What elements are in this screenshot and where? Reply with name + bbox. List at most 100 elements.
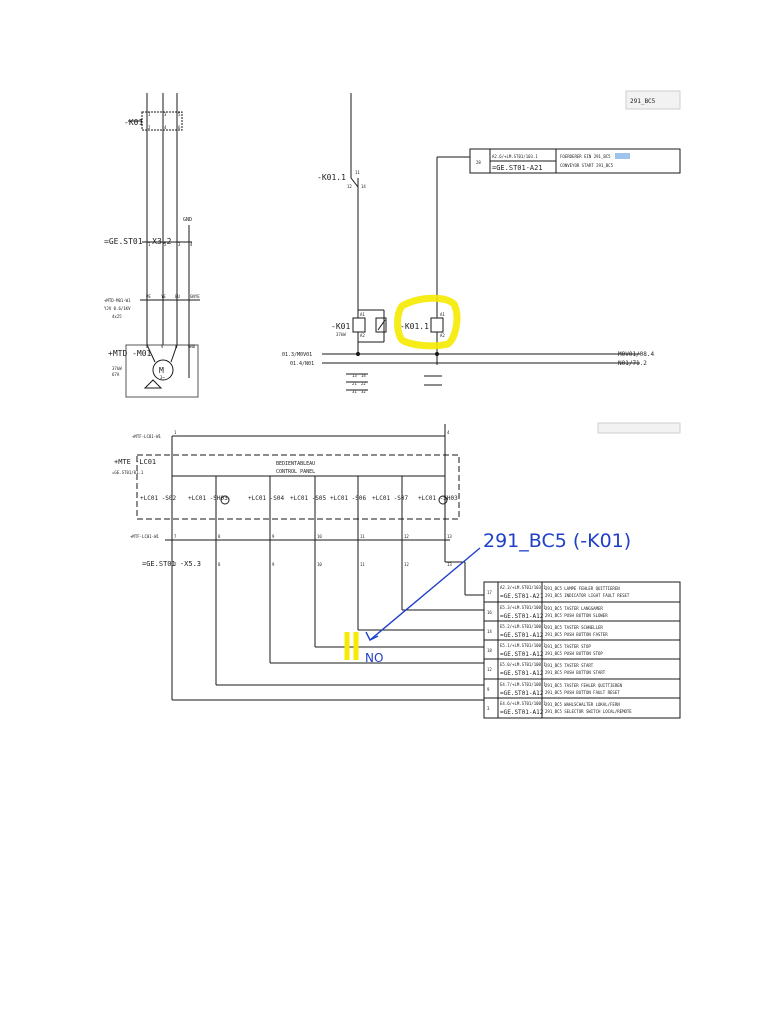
k01-term-1: 1: [148, 112, 151, 117]
k01-term-6: 6: [178, 125, 181, 130]
m01-spec-a: 67A: [112, 372, 120, 377]
ref-box-ref: A2.6/+LM.ST01/103.1: [492, 154, 538, 159]
x5-term-8: 8: [218, 562, 221, 567]
k01-term-3: 3: [164, 112, 167, 117]
bottom-sheet-labels: +MTF-LC01-W1 1 4 +MTE -LC01 =GE.ST01/01.…: [112, 430, 458, 568]
device-s07: +LC01 -S07: [372, 495, 409, 502]
x3-term-2: 2: [164, 242, 167, 247]
top-rail-term-4: 4: [447, 430, 450, 435]
pen-arrow-head: [365, 631, 379, 641]
motor-term-w: W: [175, 344, 178, 349]
m01-spec-kw: 37kW: [112, 366, 122, 371]
motor-symbol: M: [159, 366, 164, 375]
motor-term-u: U: [146, 344, 149, 349]
ref-row-terminal: =GE.ST01-A12: [500, 613, 544, 620]
x3-term-3: 3: [178, 242, 181, 247]
ref-row-desc-en: 291_BC5 PUSH BUTTON STOP: [545, 651, 603, 656]
x5-term-10: 10: [317, 562, 322, 567]
device-sh03-a: +LC01 -SH03: [188, 495, 228, 502]
ref-row-num: 14: [487, 629, 492, 634]
ref-row-desc-de: 291_BC5 LAMPE FEHLER QUITTIEREN: [545, 586, 620, 591]
x3-label: =GE.ST01 -X3.2: [104, 237, 172, 246]
k01-pin-a1: A1: [360, 312, 365, 317]
bus2-right: N01/71.2: [618, 360, 647, 367]
k011-term-12: 12: [347, 184, 352, 189]
x3-label-text: =GE.ST01 -X3.2: [104, 237, 172, 246]
x5-label: =GE.ST01 -X5.3: [142, 560, 201, 568]
ref-row-ref: E5.0/+LM.ST01/100.1: [500, 662, 546, 667]
ref-row-desc-de: 291_BC5 WAHLSCHALTER LOKAL/FERN: [545, 702, 620, 707]
device-s05: +LC01 -S05: [290, 495, 327, 502]
ref-row-ref: E4.6/+LM.ST01/100.1: [500, 701, 546, 706]
m01-label: +MTD -M01: [108, 349, 152, 358]
rail-term-10: 10: [317, 534, 322, 539]
motor-term-v: V: [161, 344, 164, 349]
ref-row-desc-de: 291_BC5 TASTER FEHLER QUITTIEREN: [545, 683, 623, 688]
ref-box-selection: [615, 153, 630, 159]
k011-pin-a2: A2: [440, 333, 445, 338]
bottom-sheet-tab: [597, 422, 681, 434]
k011-contact-label: -K01.1: [317, 173, 346, 182]
ref-row-ref: A2.3/+LM.ST01/103.1: [500, 585, 546, 590]
device-sh03-b: +LC01 -SH03: [418, 495, 458, 502]
panel-ref: =GE.ST01/01.1: [112, 470, 144, 475]
x5-term-11: 11: [360, 562, 365, 567]
x5-term-7: 7: [174, 562, 177, 567]
rail-term-7: 7: [174, 534, 177, 539]
ref-row-desc-en: 291_BC5 PUSH BUTTON FAULT RESET: [545, 690, 620, 695]
top-sheet-labels: 291_BC5 -K01 1 3 5 2 4 6 GND =GE.ST01 -X…: [104, 98, 656, 394]
highlight-k011-coil: [394, 294, 461, 350]
contact-ref-32: 32: [361, 389, 366, 394]
ref-box-desc-de: FOERDERER EIN 291_BC5: [560, 154, 611, 159]
rail-term-9: 9: [272, 534, 275, 539]
core-gnye: GNYE: [190, 294, 200, 299]
ref-row-desc-en: 291_BC5 INDICATOR LIGHT FAULT RESET: [545, 593, 630, 598]
contact-ref-14: 14: [361, 373, 366, 378]
top-sheet: [125, 90, 681, 398]
bottom-annotations: 291_BC5 (-K01) NO: [344, 530, 631, 665]
motor-sub: 3~: [160, 375, 165, 380]
bottom-rail-label: +MTF-LC01-W1: [130, 534, 159, 539]
rail-term-11: 11: [360, 534, 365, 539]
pen-arrow: [369, 547, 481, 641]
ref-row-num: 12: [487, 667, 492, 672]
gnd-label: GND: [183, 217, 192, 223]
ref-box-desc-en: CONVEYOR START 291_BC5: [560, 163, 614, 168]
device-s02: +LC01 -S02: [140, 495, 177, 502]
panel-title-en: CONTROL PANEL: [276, 469, 315, 475]
ref-row-num: 28: [476, 160, 481, 165]
ref-row-desc-de: 291_BC5 TASTER LANGSAMER: [545, 606, 603, 611]
k01-term-5: 5: [178, 112, 181, 117]
ref-row-terminal: =GE.ST01-A12: [500, 690, 544, 697]
core-ye: YE: [161, 294, 166, 299]
ref-row-terminal: =GE.ST01-A21: [500, 593, 544, 600]
motor-term-gnd: GND: [188, 344, 196, 349]
device-s06: +LC01 -S06: [330, 495, 367, 502]
ref-row-desc-en: 291_BC5 PUSH BUTTON FASTER: [545, 632, 608, 637]
ref-row-desc-de: 291_BC5 TASTER STOP: [545, 644, 591, 649]
bus2-left: 01.4/N01: [290, 361, 314, 367]
top-tab-label: 291_BC5: [630, 98, 656, 105]
ref-row-ref: E5.1/+LM.ST01/100.1: [500, 643, 546, 648]
ref-row-desc-en: 291_BC5 PUSH BUTTON START: [545, 670, 606, 675]
ref-row-num: 16: [487, 610, 492, 615]
x3-term-1: 1: [148, 242, 151, 247]
ref-row-ref: E5.2/+LM.ST01/100.1: [500, 624, 546, 629]
k01-coil-rating: 37kW: [336, 332, 346, 337]
ref-row-desc-de: 291_BC5 TASTER SCHNELLER: [545, 625, 603, 630]
top-rail-term-1: 1: [174, 430, 177, 435]
k011-pin-a1: A1: [440, 312, 445, 317]
bus1-left: 01.3/M0V01: [282, 352, 312, 358]
ref-row-num: 9: [487, 687, 490, 692]
ref-row-desc-en: 291_BC5 SELECTOR SWITCH LOCAL/REMOTE: [545, 709, 632, 714]
ref-row-ref: E5.3/+LM.ST01/100.1: [500, 605, 546, 610]
x3-term-4: 4: [190, 242, 193, 247]
k01-pin-a2: A2: [360, 333, 365, 338]
x5-term-13: 13: [447, 562, 452, 567]
contact-ref-31: 31: [352, 389, 357, 394]
k01-term-4: 4: [164, 125, 167, 130]
contact-ref-21: 21: [352, 381, 357, 386]
ref-row-desc-en: 291_BC5 PUSH BUTTON SLOWER: [545, 613, 608, 618]
ref-box-terminal: =GE.ST01-A21: [492, 164, 543, 172]
